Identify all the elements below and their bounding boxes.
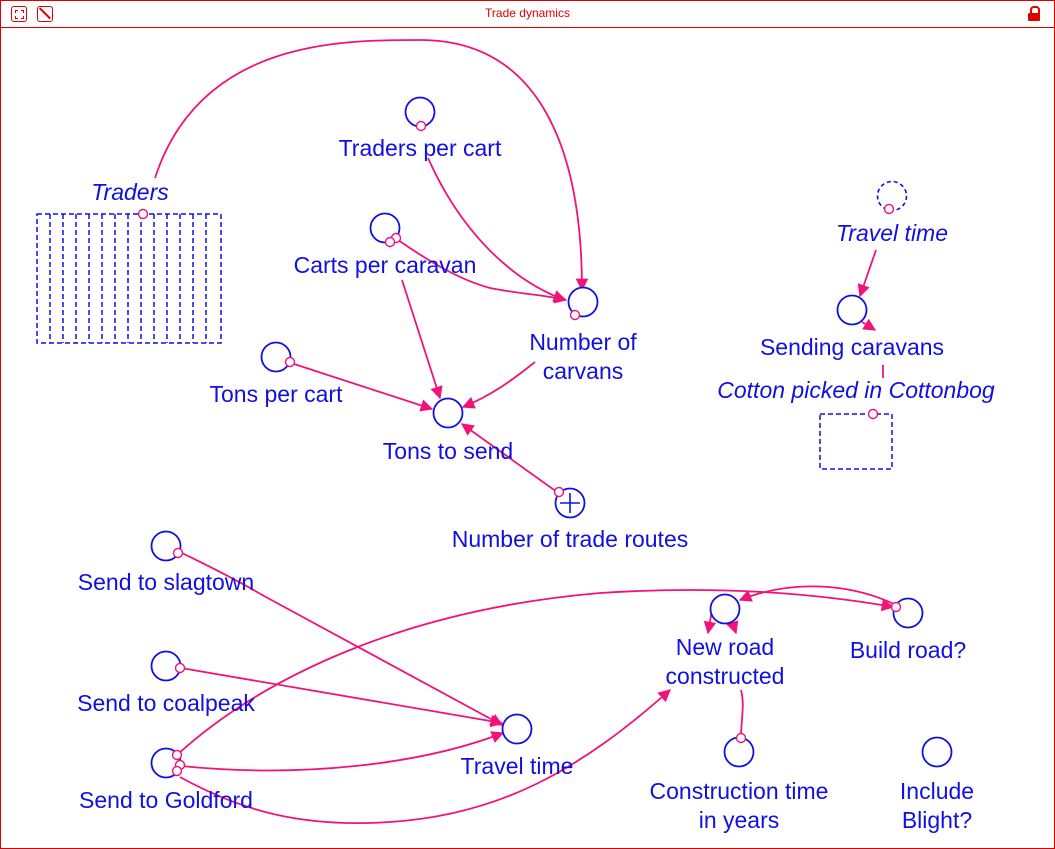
var-sending-caravans[interactable] (836, 294, 868, 326)
var-tons-to-send[interactable] (432, 397, 464, 429)
var-include-blight[interactable] (921, 736, 953, 768)
stock-slices (49, 214, 207, 343)
link-number-of-caravans-to-tons-to-send[interactable] (461, 361, 536, 409)
link-trade-routes-to-tons-to-send[interactable] (460, 423, 558, 493)
label-travel-time-ghost: Travel time (836, 220, 948, 246)
erase-icon[interactable] (37, 6, 53, 22)
title-bar: Trade dynamics (1, 1, 1054, 28)
lock-icon[interactable] (1028, 6, 1040, 21)
var-carts-per-caravan[interactable] (369, 212, 402, 248)
label-number-of-caravans-line2: carvans (543, 358, 624, 384)
label-cotton-picked: Cotton picked in Cottonbog (717, 377, 995, 403)
label-sending-caravans: Sending caravans (760, 334, 944, 360)
ghost-travel-time[interactable] (876, 180, 908, 215)
link-goldford-to-travel-time[interactable] (180, 731, 505, 772)
var-traders-per-cart[interactable] (404, 96, 436, 132)
stock-cotton-picked[interactable] (819, 408, 893, 470)
label-traders-per-cart: Traders per cart (339, 135, 502, 161)
var-send-to-slagtown[interactable] (150, 530, 184, 562)
window-title: Trade dynamics (485, 6, 570, 20)
label-send-to-coalpeak: Send to coalpeak (77, 690, 255, 716)
label-include-blight-line2: Blight? (902, 807, 972, 833)
label-travel-time: Travel time (461, 753, 574, 779)
var-number-of-trade-routes[interactable] (553, 486, 586, 519)
stock-traders[interactable] (36, 208, 222, 344)
link-traders-per-cart-to-number-of-caravans[interactable] (427, 157, 567, 303)
label-tons-per-cart: Tons per cart (210, 381, 344, 407)
label-number-of-caravans-line1: Number of (529, 329, 637, 355)
link-coalpeak-to-travel-time[interactable] (180, 667, 504, 728)
link-build-road-to-new-road[interactable] (738, 585, 899, 607)
label-number-of-trade-routes: Number of trade routes (452, 526, 689, 552)
link-sending-self[interactable] (861, 318, 877, 331)
link-construction-time-to-new-road[interactable] (740, 689, 744, 738)
link-travel-time-ghost-to-sending-caravans[interactable] (857, 249, 877, 298)
var-send-to-coalpeak[interactable] (150, 650, 186, 682)
label-construction-time-line1: Construction time (650, 778, 829, 804)
link-carts-per-caravan-to-tons-to-send[interactable] (401, 279, 443, 400)
var-tons-per-cart[interactable] (260, 341, 296, 373)
link-slagtown-to-travel-time[interactable] (179, 551, 504, 726)
label-send-to-goldford: Send to Goldford (79, 787, 253, 813)
label-tons-to-send: Tons to send (383, 438, 513, 464)
label-construction-time-line2: in years (699, 807, 780, 833)
label-carts-per-caravan: Carts per caravan (294, 252, 477, 278)
link-goldford-to-new-road[interactable] (179, 689, 671, 825)
link-origin (137, 208, 149, 220)
var-build-road[interactable] (890, 597, 924, 629)
link-traders-to-number-of-caravans[interactable] (154, 39, 589, 292)
var-send-to-goldford[interactable] (150, 747, 186, 779)
select-icon[interactable] (11, 6, 27, 22)
label-new-road-line1: New road (676, 634, 774, 660)
var-travel-time[interactable] (501, 713, 533, 745)
diagram-canvas: Traders Cotton picked in Cottonbog Trade… (36, 39, 995, 833)
label-new-road-line2: constructed (666, 663, 785, 689)
link-carts-per-caravan-to-number-of-caravans[interactable] (397, 239, 568, 304)
var-new-road-constructed[interactable] (709, 593, 741, 625)
label-traders: Traders (91, 179, 169, 205)
var-number-of-caravans[interactable] (567, 286, 599, 321)
label-send-to-slagtown: Send to slagtown (78, 569, 254, 595)
var-construction-time[interactable] (723, 732, 755, 768)
link-goldford-to-build-road[interactable] (177, 589, 895, 755)
links (154, 39, 899, 825)
label-build-road: Build road? (850, 637, 966, 663)
link-origin (867, 408, 879, 420)
link-tons-per-cart-to-tons-to-send[interactable] (290, 362, 434, 412)
label-include-blight-line1: Include (900, 778, 974, 804)
